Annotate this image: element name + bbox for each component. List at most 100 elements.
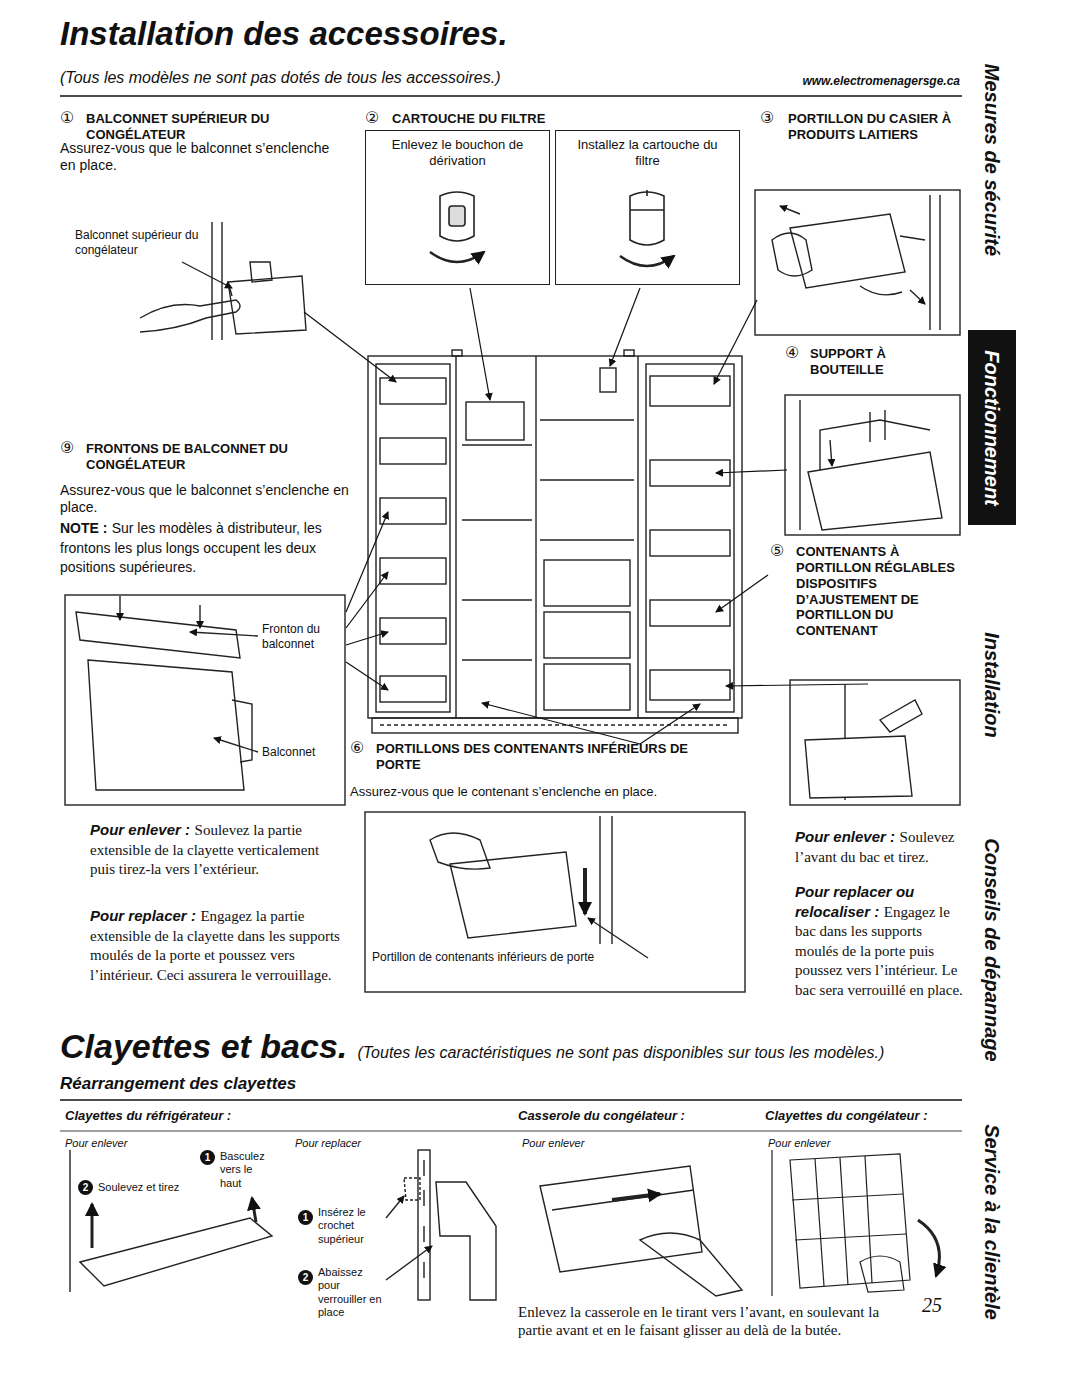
side-tab: Mesures de sécurité <box>980 64 1004 256</box>
column-heading: Clayettes du congélateur : <box>765 1108 960 1124</box>
body-text: (Toutes les caractéristiques ne sont pas… <box>357 1044 884 1061</box>
fronton-illustration <box>190 632 258 636</box>
shelf-replace-illustration <box>386 1246 432 1280</box>
freezer-shelf-illustration <box>795 1234 906 1240</box>
freezer-shelf-illustration <box>860 1256 904 1292</box>
refrigerator-drawing <box>462 444 532 445</box>
freezer-shelf-illustration <box>815 1159 824 1286</box>
bottle-holder-illustration <box>785 395 960 535</box>
fronton-illustration <box>65 595 345 805</box>
door-bin-illustration <box>599 816 600 944</box>
paragraph: Clayettes et bacs.(Toutes les caractéris… <box>60 1026 965 1067</box>
refrigerator-drawing <box>462 659 532 660</box>
refrigerator-drawing <box>650 600 730 626</box>
refrigerator-drawing <box>650 670 730 700</box>
leader-line <box>304 288 868 744</box>
node-text: Installez la cartouche du filtre <box>556 131 739 168</box>
fronton-illustration <box>119 596 120 620</box>
shelf-replace-illustration <box>423 1160 424 1176</box>
run-in-heading: NOTE : <box>60 520 107 536</box>
illustration-label: Balconnet supérieur du congélateur <box>75 228 205 257</box>
part-heading: BALCONNET SUPÉRIEUR DU CONGÉLATEUR <box>86 111 336 143</box>
instruction-note: Assurez-vous que le contenant s’enclench… <box>350 784 750 800</box>
leader-line <box>716 575 768 612</box>
part-heading: FRONTONS DE BALCONNET DU CONGÉLATEUR <box>86 441 336 473</box>
refrigerator-drawing <box>380 498 446 524</box>
leader-line <box>610 288 640 366</box>
rule <box>60 96 962 1131</box>
refrigerator-drawing <box>646 364 734 712</box>
adjustable-bin-illustration <box>790 680 960 805</box>
illustration-label: Portillon de contenants inférieurs de po… <box>372 950 632 965</box>
casserole-illustration <box>540 1166 702 1272</box>
refrigerator-drawing <box>600 368 616 392</box>
callout-number: ① <box>60 109 84 127</box>
bottle-holder-illustration <box>830 440 832 466</box>
freezer-shelf-illustration <box>865 1156 872 1283</box>
refrigerator-drawing <box>650 376 730 406</box>
bottle-holder-illustration <box>884 410 885 440</box>
fridge-shelf-illustration <box>69 1150 70 1292</box>
refrigerator-drawing <box>372 718 738 733</box>
freezer-shelf-illustration <box>771 1150 772 1296</box>
shelf-replace-illustration <box>404 1178 420 1200</box>
door-bin-illustration <box>611 816 612 944</box>
filter-step-box: Enlevez le bouchon de dérivation <box>365 130 550 285</box>
refrigerator-drawing <box>380 724 730 725</box>
door-bin-illustration <box>430 833 490 869</box>
adjustable-bin-illustration <box>790 680 960 805</box>
callout-number: ⑥ <box>350 739 374 757</box>
casserole-illustration <box>640 1233 742 1296</box>
filter-cartridge-icon <box>630 209 664 211</box>
casserole-illustration <box>540 1166 742 1296</box>
leader-line <box>726 684 868 686</box>
fridge-shelf-illustration <box>91 1204 94 1248</box>
refrigerator-drawing <box>624 350 634 356</box>
filter-cartridge-icon <box>440 192 474 241</box>
refrigerator-drawing <box>380 676 446 702</box>
shelf-replace-illustration <box>386 1196 404 1218</box>
refrigerator-drawing <box>544 560 630 606</box>
step-label: Abaissez pour verrouiller en place <box>318 1266 384 1320</box>
leader-line <box>304 312 396 382</box>
callout-number: ④ <box>785 344 809 362</box>
refrigerator-drawing <box>380 438 446 464</box>
refrigerator-drawing <box>540 539 634 540</box>
illustration-label: Balconnet <box>262 745 334 760</box>
leader-line <box>346 572 388 628</box>
door-bin-illustration <box>583 868 587 914</box>
shelf-replace-illustration <box>423 1190 424 1206</box>
part-heading: SUPPORT À BOUTEILLE <box>810 346 950 378</box>
door-bin-illustration <box>588 918 648 958</box>
dairy-door-illustration <box>790 214 905 288</box>
step-caption: Pour enlever <box>768 1137 888 1150</box>
step-number: 2 <box>78 1180 93 1195</box>
step-label: Basculez vers le haut <box>220 1150 276 1190</box>
shelf-replace-illustration <box>423 1226 424 1242</box>
freezer-shelf-illustration <box>840 1158 848 1285</box>
side-tab: Service à la clientèle <box>980 1124 1004 1320</box>
shelf-replace-illustration <box>418 1150 430 1300</box>
dairy-door-illustration <box>860 286 902 295</box>
step-caption: Pour enlever <box>65 1137 185 1150</box>
website-url: www.electromenagersge.ca <box>700 74 960 89</box>
dairy-door-illustration <box>755 190 960 335</box>
dairy-door-illustration <box>780 206 800 214</box>
rule <box>60 1099 962 1101</box>
node-text: Enlevez le bouchon de dérivation <box>366 131 549 168</box>
callout-number: ③ <box>760 109 784 127</box>
filter-cartridge-icon <box>430 190 674 266</box>
instruction-note: Assurez-vous que le balconnet s’enclench… <box>60 140 340 174</box>
refrigerator-drawing <box>462 519 532 520</box>
freezer-shelf-illustration <box>772 1150 939 1296</box>
paragraph: Pour replacer ou relocaliser :Engagez le… <box>795 882 965 999</box>
refrigerator-drawing <box>544 664 630 710</box>
fridge-shelf-illustration <box>80 1218 272 1286</box>
refrigerator-drawing <box>535 356 536 718</box>
part-heading: PORTILLONS DES CONTENANTS INFÉRIEURS DE … <box>376 741 716 773</box>
dairy-door-illustration <box>772 233 812 276</box>
dairy-door-illustration <box>910 290 925 304</box>
fronton-illustration <box>214 738 258 752</box>
dairy-door-illustration <box>755 190 960 335</box>
